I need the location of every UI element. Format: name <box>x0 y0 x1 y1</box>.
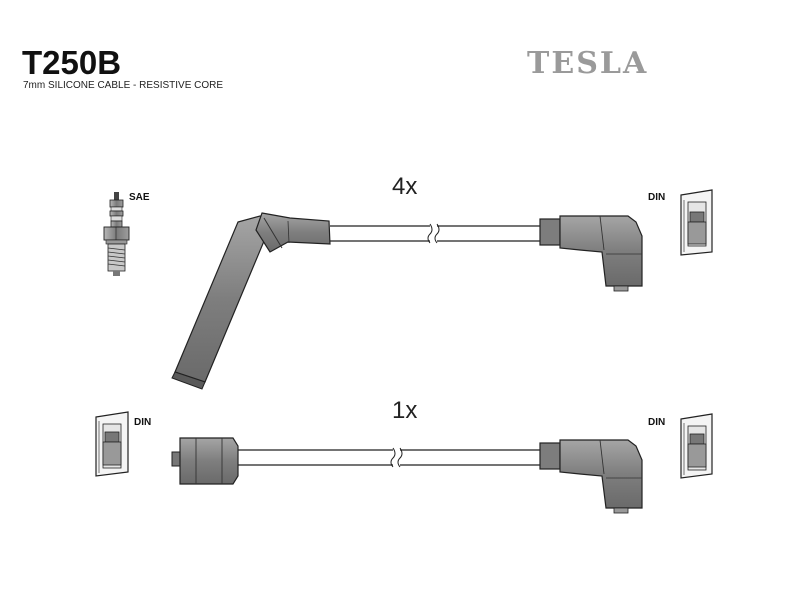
sae-label: SAE <box>129 192 150 203</box>
quantity-label-1x: 1x <box>392 397 417 424</box>
brand-logo: TESLA <box>527 46 649 81</box>
spark-plug-icon <box>103 192 130 276</box>
din-label-bottom-right: DIN <box>648 417 665 428</box>
din-terminal-icon-bottom-right <box>680 413 713 479</box>
din-label-top-right: DIN <box>648 192 665 203</box>
cable-description: 7mm SILICONE CABLE - RESISTIVE CORE <box>23 80 224 91</box>
din-label-bottom-left: DIN <box>134 417 151 428</box>
cable-4x-assembly <box>171 212 643 390</box>
quantity-label-4x: 4x <box>392 173 417 200</box>
din-terminal-icon-bottom-left <box>95 411 129 477</box>
cable-1x-assembly <box>171 437 643 514</box>
din-terminal-icon-top-right <box>680 189 713 256</box>
part-number-title: T250B <box>22 44 122 81</box>
